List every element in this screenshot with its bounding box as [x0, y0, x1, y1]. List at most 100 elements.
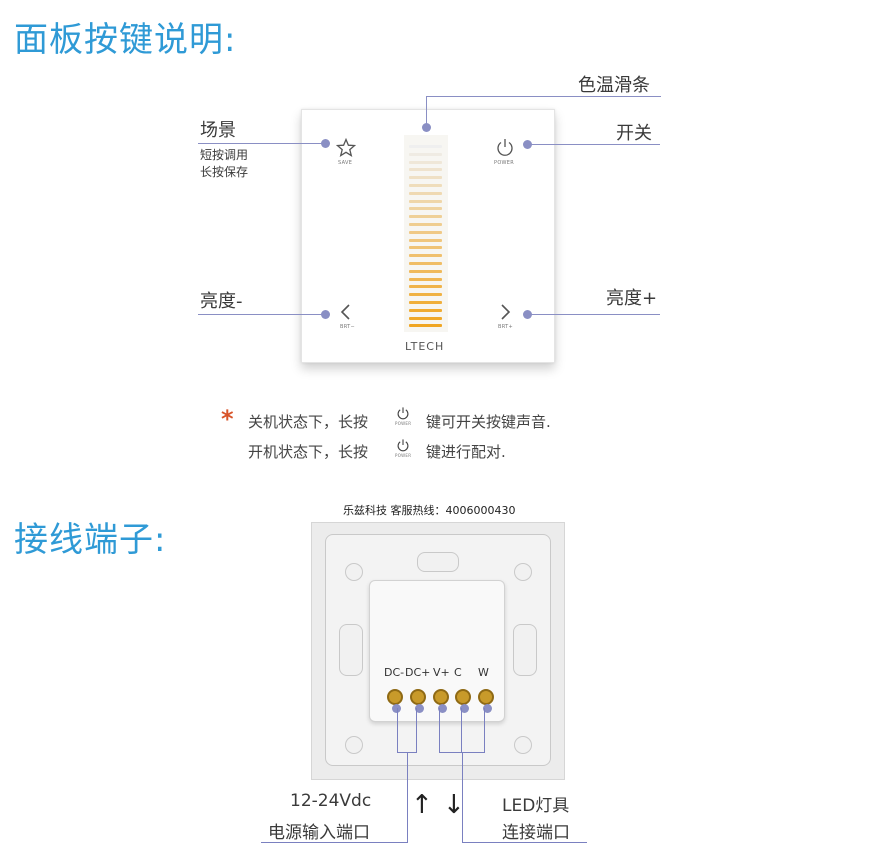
terminal-label-dc: DC+	[405, 666, 431, 679]
terminal-screw	[387, 689, 403, 705]
label-power: 开关	[616, 123, 652, 144]
slider-bar	[409, 184, 442, 187]
led-label: LED灯具	[502, 796, 570, 816]
slider-bar	[409, 254, 442, 258]
scene-desc-short: 短按调用	[200, 148, 249, 162]
power-icon	[396, 405, 410, 420]
terminal-screw	[455, 689, 471, 705]
label-brightness-down: 亮度-	[200, 291, 243, 312]
mount-hole	[514, 563, 532, 581]
terminal-label-c: C	[454, 666, 462, 679]
mount-hole	[345, 563, 363, 581]
slider-bar	[409, 145, 442, 148]
leader-line	[426, 96, 427, 126]
label-color-slider: 色温滑条	[578, 75, 650, 96]
slider-bar	[409, 277, 442, 281]
slider-bar	[409, 246, 442, 250]
power-voltage-label: 12-24Vdc	[290, 791, 372, 811]
wire	[261, 842, 408, 843]
asterisk-icon: *	[221, 405, 234, 433]
terminal-label-v: V+	[433, 666, 450, 679]
slider-bar	[409, 207, 442, 211]
note-line2-b: 键进行配对.	[426, 443, 506, 461]
slider-bar	[409, 160, 442, 164]
chevron-right-icon[interactable]	[499, 303, 513, 321]
leader-line	[198, 143, 326, 144]
wire	[462, 752, 463, 842]
label-brightness-up: 亮度+	[606, 288, 658, 309]
star-icon[interactable]	[335, 137, 357, 158]
power-input-label: 电源输入端口	[268, 823, 370, 843]
slider-bar	[409, 301, 442, 304]
terminal-dot	[415, 704, 424, 713]
slider-bar	[409, 238, 442, 242]
terminal-dot	[392, 704, 401, 713]
slider-bar	[409, 223, 442, 226]
brt-minus-label: BRT−	[340, 324, 355, 330]
wire	[484, 708, 485, 752]
wire	[439, 708, 440, 752]
slider-bar	[409, 293, 442, 297]
chevron-left-icon[interactable]	[338, 303, 352, 321]
terminal-screw	[433, 689, 449, 705]
leader-line	[426, 96, 661, 97]
mount-hole	[514, 736, 532, 754]
note-line1-b: 键可开关按键声音.	[426, 413, 551, 431]
mount-slot	[417, 552, 459, 572]
slider-bar	[409, 199, 442, 203]
mount-slot	[513, 624, 537, 676]
led-port-label: 连接端口	[502, 823, 570, 843]
watermark: 乐兹科技 客服热线：4006000430	[343, 504, 516, 517]
terminal-dot	[483, 704, 492, 713]
slider-bar	[409, 269, 442, 273]
slider-bar	[409, 168, 442, 172]
leader-dot	[321, 310, 330, 319]
leader-dot	[523, 310, 532, 319]
power-label: POWER	[494, 160, 515, 166]
leader-line	[198, 314, 326, 315]
terminal-label-w: W	[478, 666, 489, 679]
slider-bar	[409, 152, 442, 156]
slider-bar	[409, 230, 442, 234]
leader-dot	[422, 123, 431, 132]
scene-desc-long: 长按保存	[200, 165, 249, 179]
section-title-panel: 面板按键说明:	[14, 20, 237, 60]
arrow-down-icon: ↓	[443, 790, 465, 820]
wire	[462, 842, 587, 843]
slider-bar	[409, 176, 442, 180]
wire	[461, 708, 462, 752]
slider-bar	[409, 316, 442, 320]
wire	[416, 708, 417, 752]
slider-bar	[409, 191, 442, 195]
leader-line	[527, 314, 660, 315]
wire	[407, 752, 408, 842]
slider-bar	[409, 308, 442, 312]
leader-dot	[523, 140, 532, 149]
slider-bar	[409, 215, 442, 219]
slider-bar	[409, 285, 442, 289]
power-icon[interactable]	[495, 137, 515, 157]
slider-bar	[409, 324, 442, 328]
terminal-label-dc: DC-	[384, 666, 405, 679]
note-line2-a: 开机状态下，长按	[248, 443, 369, 461]
leader-dot	[321, 139, 330, 148]
terminal-screw	[410, 689, 426, 705]
wire	[397, 708, 398, 752]
brt-plus-label: BRT+	[498, 324, 513, 330]
brand-logo: LTECH	[405, 340, 445, 353]
save-label: SAVE	[338, 160, 353, 166]
leader-line	[527, 144, 660, 145]
terminal-dot	[438, 704, 447, 713]
mount-slot	[339, 624, 363, 676]
terminal-dot	[460, 704, 469, 713]
power-word: POWER	[395, 453, 412, 458]
label-scene: 场景	[200, 120, 236, 141]
section-title-wiring: 接线端子:	[14, 520, 167, 560]
mount-hole	[345, 736, 363, 754]
arrow-up-icon: ↑	[411, 790, 433, 820]
power-word: POWER	[395, 421, 412, 426]
terminal-screw	[478, 689, 494, 705]
power-icon	[396, 437, 410, 452]
note-line1-a: 关机状态下，长按	[248, 413, 369, 431]
slider-bar	[409, 262, 442, 265]
